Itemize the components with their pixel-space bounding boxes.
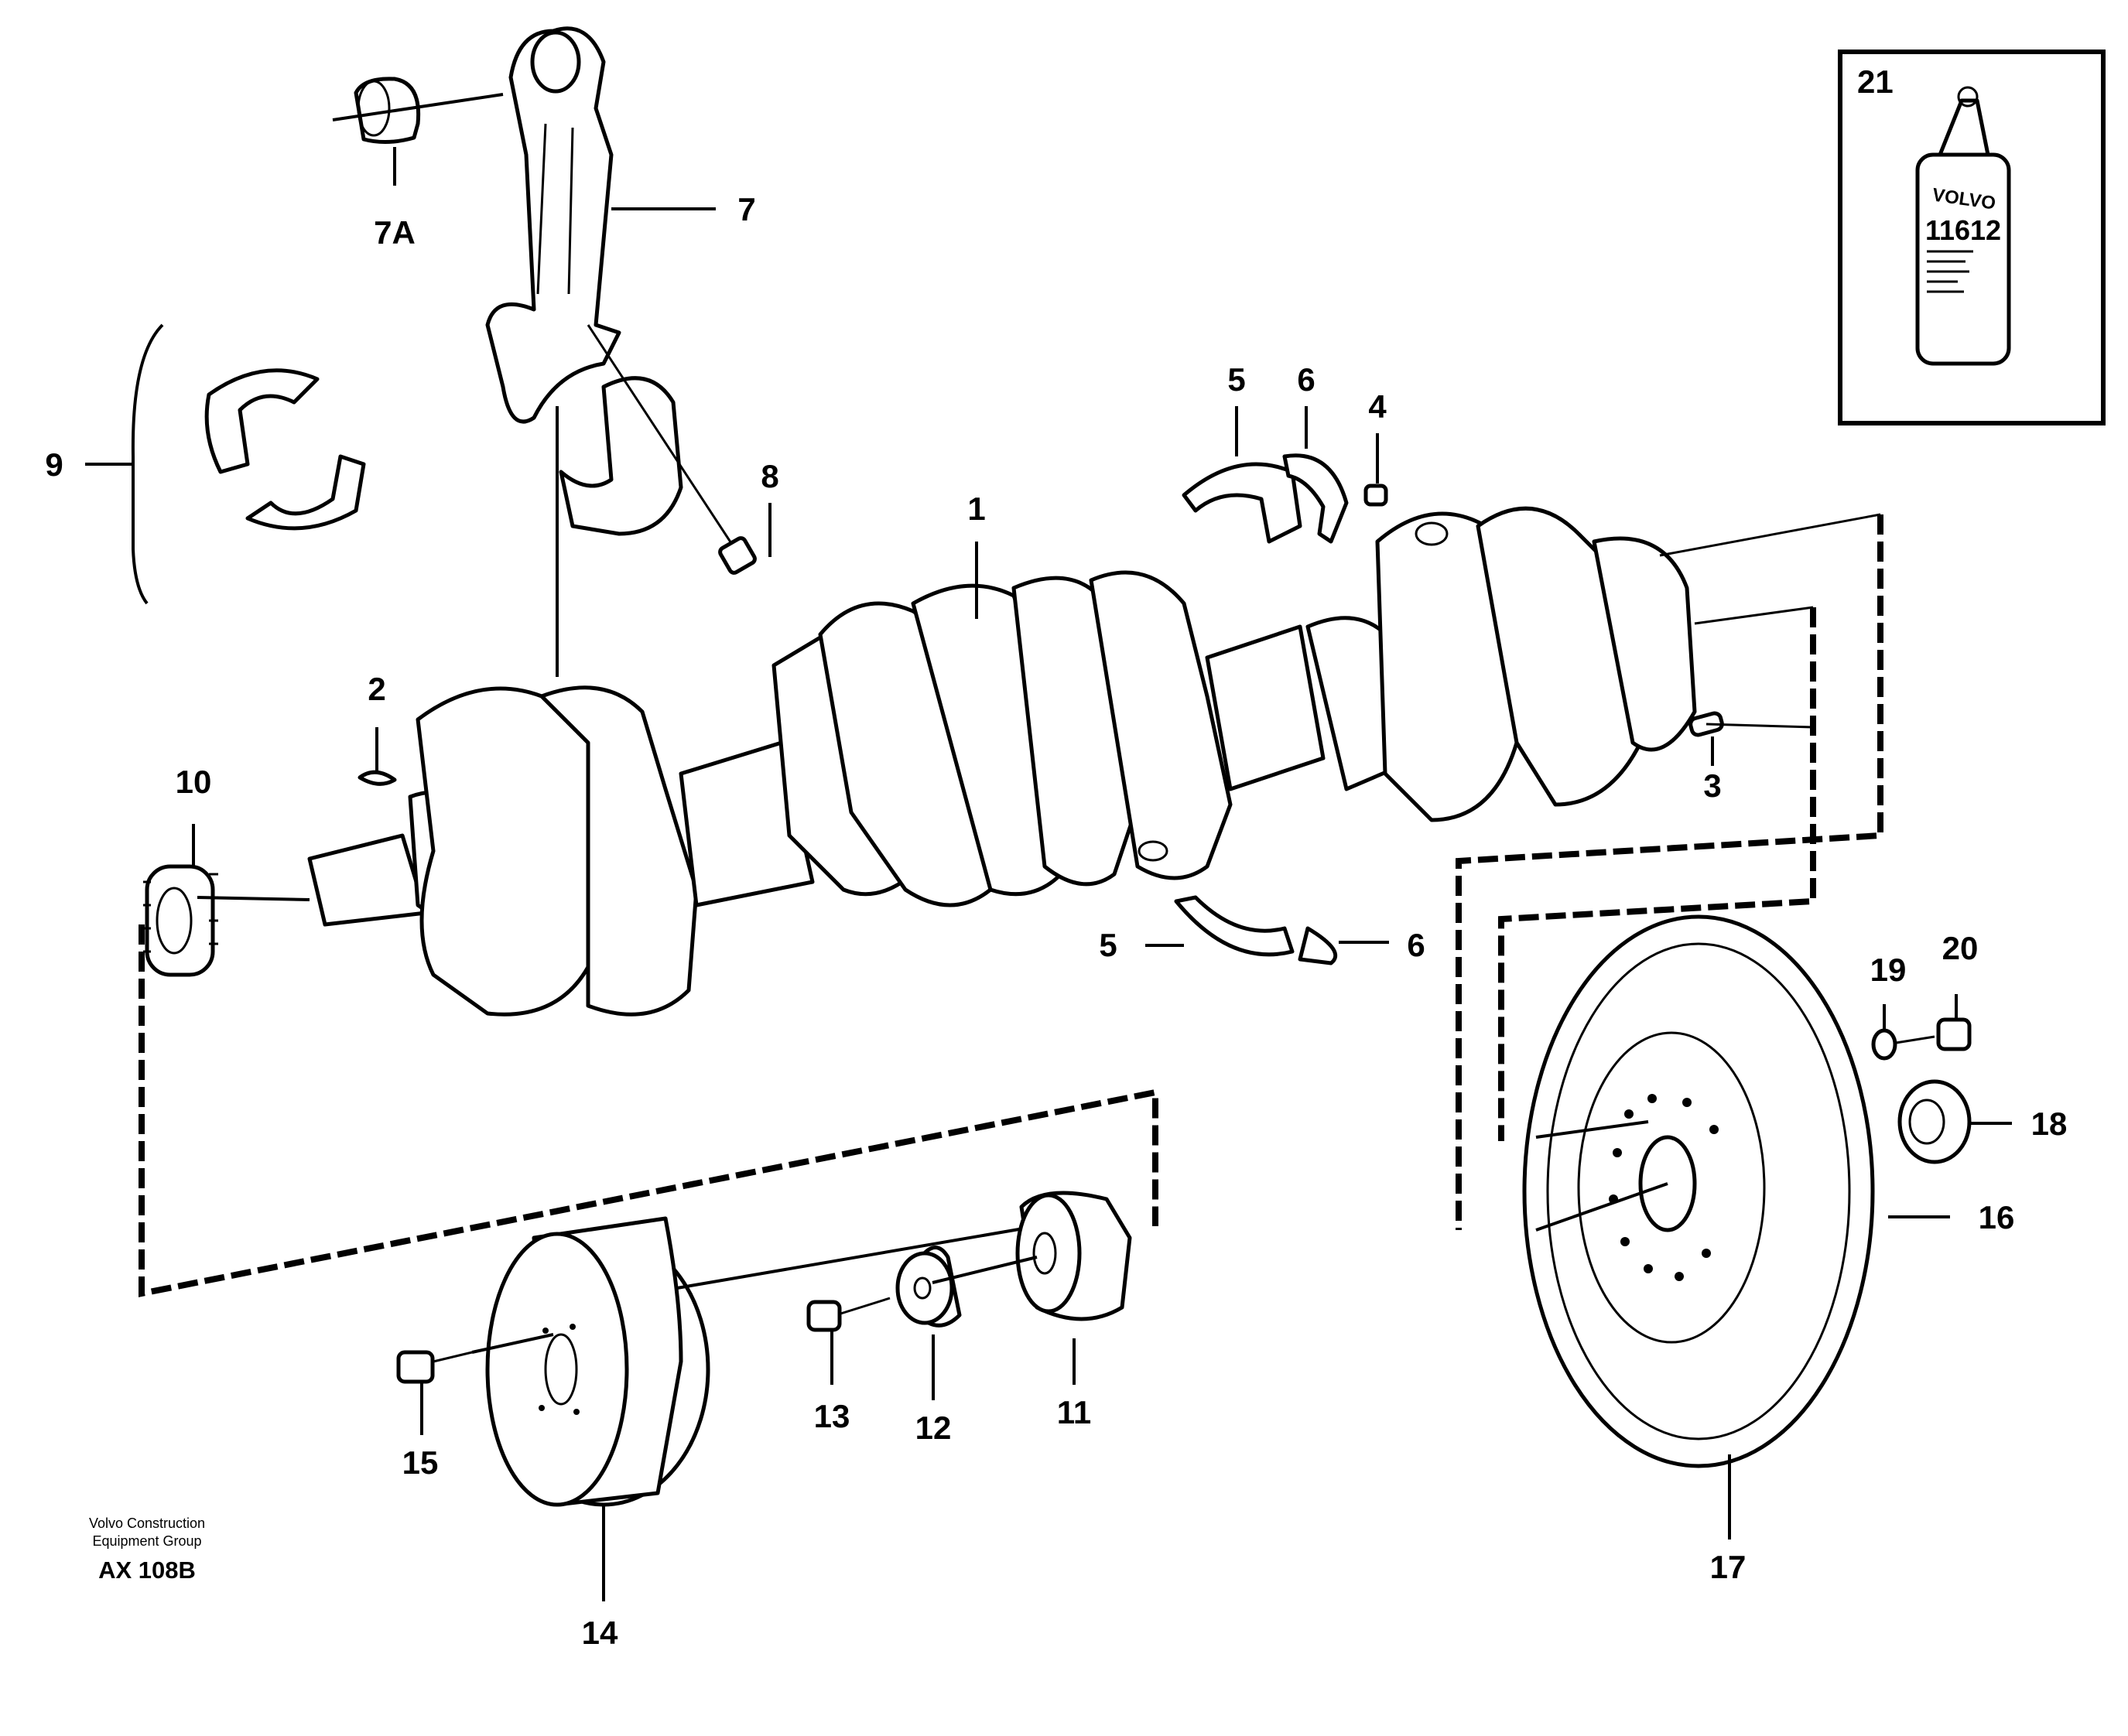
connecting-rod (485, 26, 683, 536)
callout-7: 7 (737, 191, 755, 227)
callout-6-upper: 6 (1297, 361, 1315, 398)
callout-8: 8 (761, 458, 778, 494)
callout-7A: 7A (374, 214, 416, 251)
main-bearing-lower (1174, 895, 1338, 965)
crank-seal (1897, 1079, 1972, 1164)
leader-lines (85, 147, 2012, 1601)
damper-bolt (396, 1350, 473, 1384)
callout-11: 11 (1057, 1394, 1091, 1430)
callout-1: 1 (967, 490, 985, 527)
callout-12: 12 (915, 1410, 952, 1446)
callout-3: 3 (1703, 767, 1721, 804)
callout-10: 10 (176, 764, 212, 800)
oil-plug (1363, 484, 1388, 507)
crankshaft-gear (143, 864, 218, 977)
assembly-dashed-lines (139, 513, 1883, 1297)
vibration-damper (485, 1216, 710, 1507)
hub-bolt (806, 1297, 891, 1332)
callout-20: 20 (1942, 930, 1979, 966)
conrod-bearing-shells (204, 368, 366, 531)
callout-13: 13 (814, 1398, 850, 1434)
callout-16: 16 (1979, 1199, 2015, 1235)
crankshaft (307, 506, 1697, 1017)
callout-9: 9 (45, 446, 63, 483)
callout-2: 2 (368, 671, 385, 707)
callout-6-lower: 6 (1407, 927, 1425, 963)
callout-4: 4 (1368, 388, 1387, 425)
callout-5-lower: 5 (1099, 927, 1117, 963)
sealant-bottle-icon: VOLVO 11612 (1915, 86, 2011, 366)
footer-credit: Volvo Construction Equipment Group AX 10… (89, 1516, 205, 1584)
callout-14: 14 (582, 1615, 618, 1651)
hub-washer (895, 1246, 962, 1328)
main-bearing-upper (1182, 453, 1349, 544)
callout-5-upper: 5 (1227, 361, 1245, 398)
callout-15: 15 (402, 1444, 439, 1481)
washer (1871, 1028, 1897, 1061)
inset-box-label: 21 (1857, 63, 1894, 100)
rod-bolt (587, 324, 757, 575)
callout-17: 17 (1710, 1549, 1747, 1585)
flywheel (1522, 914, 1875, 1468)
callout-18: 18 (2031, 1106, 2068, 1142)
woodruff-key (358, 770, 397, 786)
crankshaft-hub (1015, 1191, 1132, 1321)
callouts: 1 2 3 4 5 6 5 6 7 7A 8 9 10 11 12 13 14 … (45, 191, 2067, 1651)
diagram-code: AX 108B (98, 1557, 196, 1584)
inset-box-21: 21 VOLVO 11612 (1838, 50, 2106, 425)
footer-line-1: Volvo Construction (89, 1516, 205, 1531)
callout-19: 19 (1870, 952, 1907, 988)
flywheel-bolt (1895, 1017, 1972, 1051)
bottle-part-number: 11612 (1925, 214, 2001, 246)
footer-line-2: Equipment Group (92, 1533, 201, 1549)
